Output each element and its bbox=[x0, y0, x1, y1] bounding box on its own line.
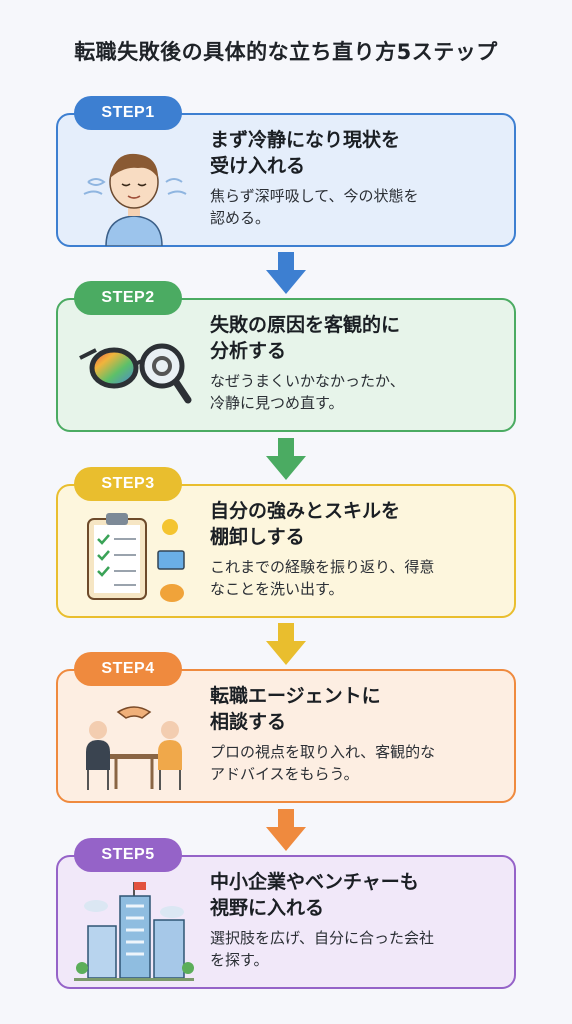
step-card-2 bbox=[56, 298, 516, 432]
glasses-magnifier-icon bbox=[79, 343, 192, 404]
step-badge-3: STEP3 bbox=[74, 467, 182, 501]
step-description-2: なぜうまくいかなかったか、冷静に見つめ直す。 bbox=[210, 372, 405, 412]
step-heading-4: 転職エージェントに相談する bbox=[210, 685, 381, 733]
step-description-5: 選択肢を広げ、自分に合った会社を探す。 bbox=[210, 929, 434, 969]
consultation-handshake-icon bbox=[86, 706, 182, 790]
step-heading-1: まず冷静になり現状を受け入れる bbox=[210, 129, 401, 177]
page-title: 転職失敗後の具体的な立ち直り方5ステップ bbox=[74, 40, 498, 64]
step-badge-4: STEP4 bbox=[74, 652, 182, 686]
down-arrow-icon bbox=[266, 438, 306, 480]
step-description-3: これまでの経験を振り返り、得意なことを洗い出す。 bbox=[210, 558, 435, 598]
step-badge-1: STEP1 bbox=[74, 96, 182, 130]
step-heading-3: 自分の強みとスキルを棚卸しする bbox=[210, 500, 401, 548]
step-card-4 bbox=[56, 669, 516, 803]
step-description-4: プロの視点を取り入れ、客観的なアドバイスをもらう。 bbox=[210, 743, 436, 783]
down-arrow-icon bbox=[266, 809, 306, 851]
step-heading-2: 失敗の原因を客観的に分析する bbox=[210, 314, 401, 362]
step-description-1: 焦らず深呼吸して、今の状態を認める。 bbox=[210, 187, 419, 227]
down-arrow-icon bbox=[266, 623, 306, 665]
step-heading-5: 中小企業やベンチャーも視野に入れる bbox=[210, 871, 419, 919]
city-buildings-icon bbox=[74, 882, 194, 981]
checklist-clipboard-icon bbox=[87, 513, 185, 602]
calm-person-icon bbox=[83, 153, 187, 246]
step-badge-5: STEP5 bbox=[74, 838, 182, 872]
down-arrow-icon bbox=[266, 252, 306, 294]
step-badge-2: STEP2 bbox=[74, 281, 182, 315]
